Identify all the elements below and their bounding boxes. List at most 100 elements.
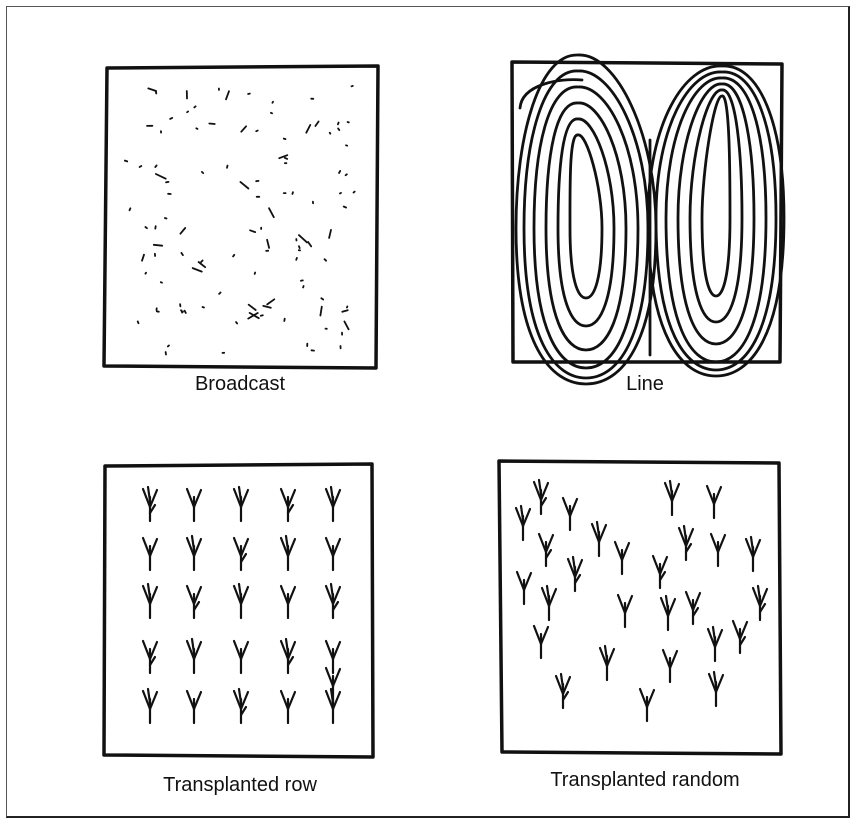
broadcast-seed xyxy=(154,245,162,246)
broadcast-seed xyxy=(272,102,273,103)
seedling xyxy=(281,639,295,673)
seedling xyxy=(568,557,582,591)
furrow-loop xyxy=(666,78,766,362)
broadcast-seed xyxy=(284,139,286,140)
furrow-loop xyxy=(558,119,614,326)
broadcast-seed xyxy=(338,129,339,131)
broadcast-seed xyxy=(202,172,203,173)
broadcast-seed xyxy=(354,192,355,193)
seedling xyxy=(187,586,201,618)
seedling xyxy=(618,595,632,627)
seedling xyxy=(600,646,614,680)
seedling xyxy=(234,689,248,723)
broadcast-seed xyxy=(209,124,214,125)
seedling xyxy=(665,481,679,515)
seedling xyxy=(753,586,767,620)
broadcast-seed xyxy=(269,208,274,217)
seedling xyxy=(615,542,629,574)
broadcast-seed xyxy=(145,273,146,274)
broadcast-seed xyxy=(321,298,323,299)
furrow-loop xyxy=(690,90,742,322)
broadcast-seed xyxy=(292,192,293,194)
broadcast-seed xyxy=(241,126,246,131)
seedling xyxy=(539,534,553,566)
broadcast-seed xyxy=(161,282,162,283)
seedling xyxy=(709,672,723,706)
broadcast-seed xyxy=(199,262,206,267)
seedling xyxy=(326,584,340,618)
seedling xyxy=(234,487,248,521)
seedling xyxy=(733,621,747,653)
broadcast-seed xyxy=(346,174,347,175)
broadcast-seeds xyxy=(125,86,355,355)
broadcast-seed xyxy=(142,255,144,261)
broadcast-seed xyxy=(267,299,274,304)
broadcast-seed xyxy=(165,218,167,219)
broadcast-seed xyxy=(306,125,310,133)
seedling xyxy=(143,641,157,673)
broadcast-seed xyxy=(219,293,221,294)
broadcast-seed xyxy=(303,286,304,287)
seedling xyxy=(563,498,577,530)
broadcast-seed xyxy=(342,310,347,312)
seedling xyxy=(653,556,667,588)
seedling xyxy=(686,592,700,624)
broadcast-seed xyxy=(315,122,318,127)
broadcast-seed xyxy=(308,242,311,246)
broadcast-seed xyxy=(193,268,202,272)
broadcast-seed xyxy=(233,255,234,257)
broadcast-seed xyxy=(263,306,271,308)
broadcast-seed xyxy=(226,91,229,99)
broadcast-seed xyxy=(299,235,307,242)
broadcast-seed xyxy=(344,207,346,208)
furrow-loop xyxy=(702,96,730,296)
broadcast-seed xyxy=(194,106,195,107)
seedling xyxy=(663,650,677,682)
seedling xyxy=(708,627,722,661)
broadcast-panel-box xyxy=(104,66,378,368)
seedling xyxy=(516,506,530,540)
seedling xyxy=(326,538,340,570)
broadcast-seed xyxy=(168,345,169,346)
broadcast-seed xyxy=(267,240,269,248)
seedling xyxy=(534,480,548,514)
furrow-loop xyxy=(656,72,776,370)
broadcast-seed xyxy=(320,307,321,316)
broadcast-seed xyxy=(196,128,197,129)
seedling xyxy=(234,641,248,673)
broadcast-seed xyxy=(140,166,142,167)
seedling xyxy=(326,641,340,673)
broadcast-seed xyxy=(344,321,348,329)
broadcast-caption: Broadcast xyxy=(140,373,340,396)
seedling xyxy=(281,586,295,618)
broadcast-seed xyxy=(299,246,300,248)
seedling xyxy=(711,534,725,566)
seedling xyxy=(281,691,295,723)
furrow-loop xyxy=(524,71,648,378)
seedling xyxy=(187,536,201,570)
broadcast-seed xyxy=(227,166,228,168)
seedling xyxy=(534,626,548,658)
seedling xyxy=(187,691,201,723)
seedling xyxy=(640,689,654,721)
seedling xyxy=(661,596,675,630)
seedling xyxy=(592,522,606,556)
broadcast-seed xyxy=(201,261,203,263)
seedling xyxy=(143,538,157,570)
seedling xyxy=(143,584,157,618)
broadcast-seed xyxy=(203,307,205,308)
seedling xyxy=(679,526,693,560)
broadcast-seed xyxy=(125,161,127,162)
broadcast-seed xyxy=(145,227,147,228)
broadcast-seed xyxy=(250,230,255,232)
broadcast-seed xyxy=(182,312,183,313)
broadcast-seed xyxy=(155,165,156,167)
seedling xyxy=(707,486,721,518)
seedling xyxy=(143,487,157,521)
seedling xyxy=(281,536,295,570)
seedling xyxy=(326,487,340,521)
transplanted-row-caption: Transplanted row xyxy=(120,774,360,797)
seedling xyxy=(542,586,556,620)
broadcast-seed xyxy=(148,88,156,91)
